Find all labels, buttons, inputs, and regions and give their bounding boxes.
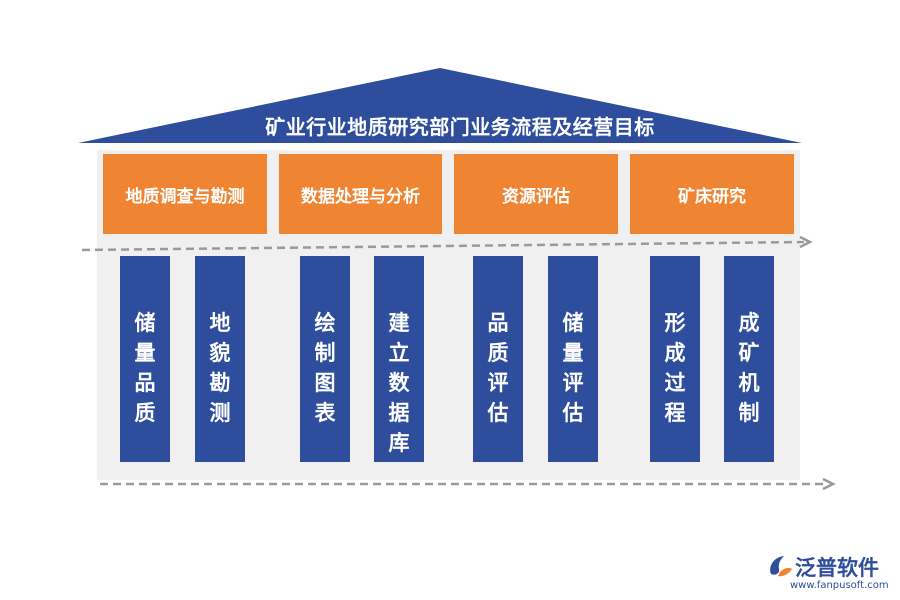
- roof-shape: [78, 68, 802, 143]
- pillar-label: 储量评估: [562, 310, 584, 425]
- logo-url: www.fanpusoft.com: [790, 580, 889, 591]
- pillar-2-1: 绘制图表: [300, 256, 350, 462]
- pillar-2-2: 建立数据库: [374, 256, 424, 462]
- pillar-1-2: 地貌勘测: [195, 256, 245, 462]
- section-header-4: 矿床研究: [630, 154, 794, 234]
- pillar-1-1: 储量品质: [120, 256, 170, 462]
- pillar-3-1: 品质评估: [473, 256, 523, 462]
- section-header-2: 数据处理与分析: [279, 154, 442, 234]
- pillar-label: 成矿机制: [738, 310, 760, 425]
- logo-name: 泛普软件: [795, 556, 879, 580]
- pillar-label: 地貌勘测: [209, 310, 231, 425]
- pillar-label: 储量品质: [134, 310, 156, 425]
- section-header-1: 地质调查与勘测: [103, 154, 267, 234]
- pillar-4-1: 形成过程: [650, 256, 700, 462]
- bottom-flow-arrow: [100, 477, 836, 491]
- pillar-3-2: 储量评估: [548, 256, 598, 462]
- pillar-label: 品质评估: [487, 310, 509, 425]
- section-header-3: 资源评估: [454, 154, 618, 234]
- pillar-label: 建立数据库: [388, 310, 410, 455]
- pillar-label: 绘制图表: [314, 310, 336, 425]
- diagram-title: 矿业行业地质研究部门业务流程及经营目标: [265, 115, 655, 139]
- fanpu-logo-icon: [770, 556, 792, 577]
- pillar-4-2: 成矿机制: [724, 256, 774, 462]
- pillar-label: 形成过程: [664, 310, 686, 425]
